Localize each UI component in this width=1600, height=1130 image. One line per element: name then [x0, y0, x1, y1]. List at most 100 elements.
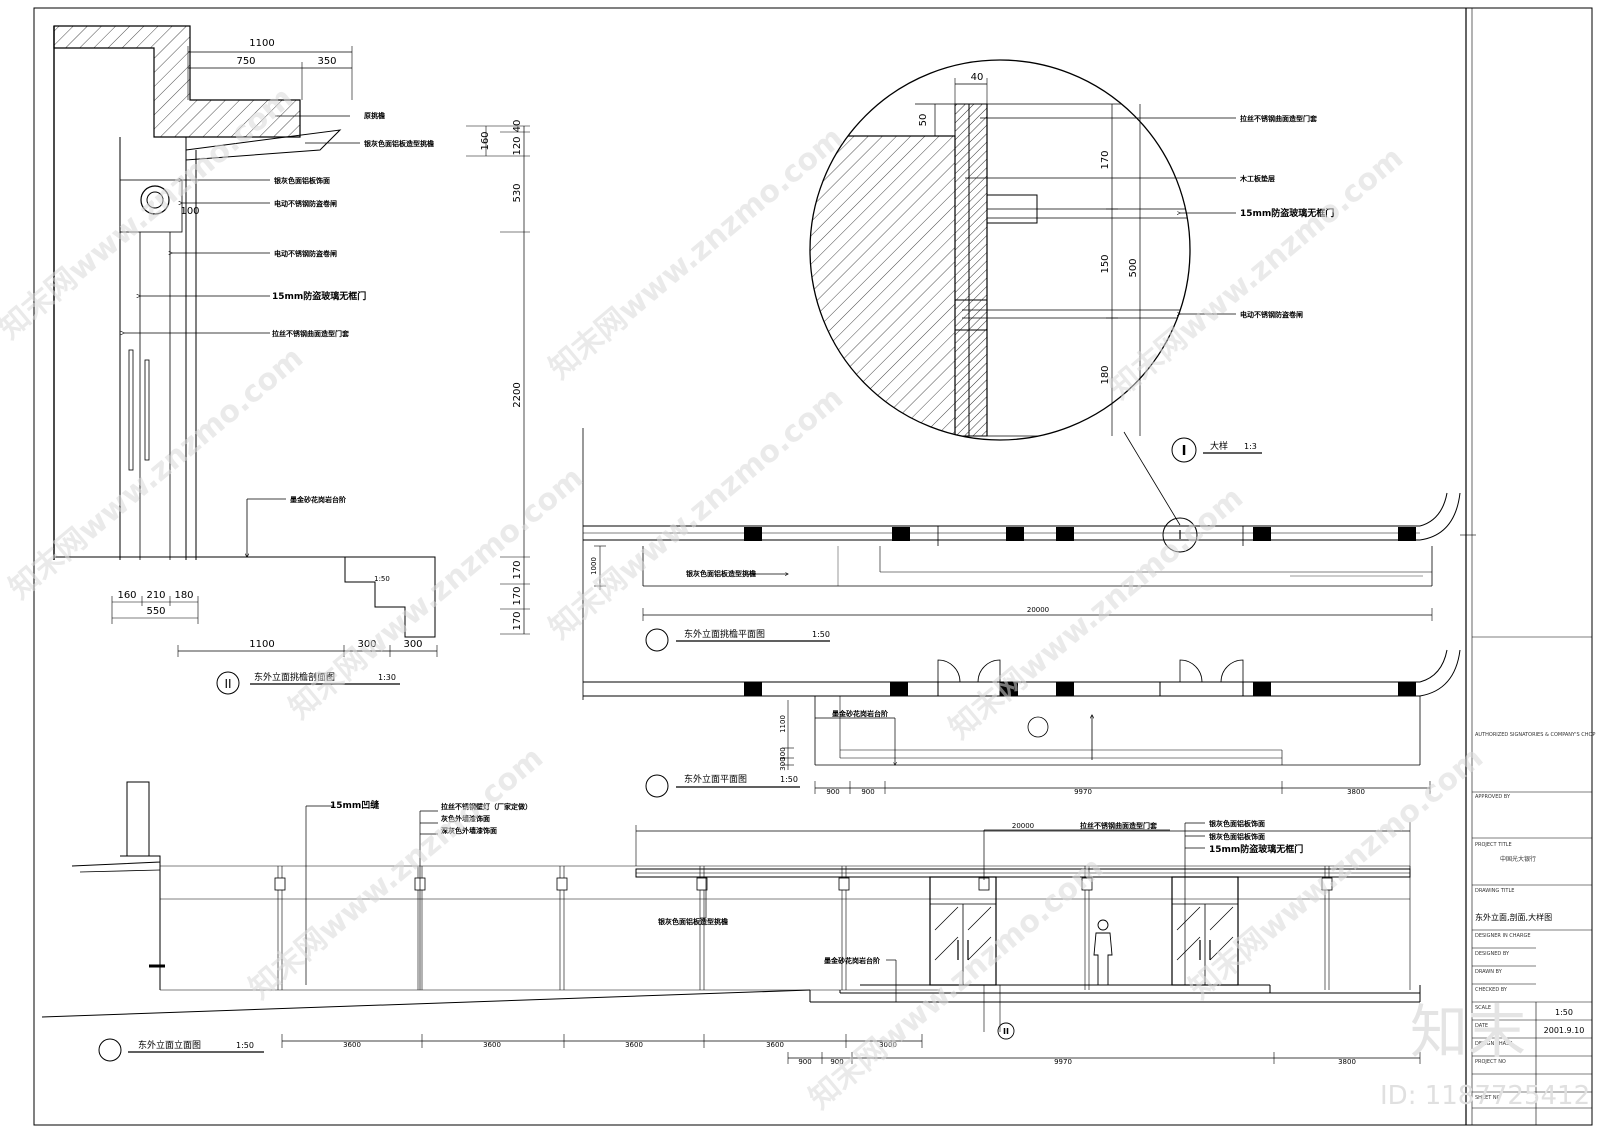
plan-title: 东外立面平面图 [684, 773, 747, 785]
detail-I-scale: 1:3 [1244, 442, 1257, 451]
dim-20000-plan: 20000 [1027, 606, 1049, 614]
elev-dim-900-b: 900 [830, 1058, 843, 1066]
elev-dim-9970: 9970 [1054, 1058, 1072, 1066]
tb-scale-value: 1:50 [1555, 1008, 1573, 1017]
tb-field-designed: DESIGNED BY [1475, 951, 1510, 957]
elevation-scale: 1:50 [236, 1041, 254, 1050]
elev-note-aluminum-2: 银灰色面铝板饰面 [1209, 832, 1265, 841]
dim-500: 500 [1128, 258, 1139, 277]
plan-drawing [583, 649, 1461, 798]
elevation-text: 20000 15mm凹缝 拉丝不锈钢壁灯（厂家定做） 灰色外墙漆饰面 深灰色外墙… [138, 799, 1356, 1066]
dim-170-c: 170 [512, 611, 523, 630]
tb-approved: APPROVED BY [1475, 794, 1511, 800]
dim-210: 210 [146, 590, 165, 601]
elev-note-steps: 墨金砂花岗岩台阶 [824, 956, 881, 965]
elev-note-dark-grey-paint: 深灰色外墙漆饰面 [441, 826, 497, 835]
plan-note-steps: 墨金砂花岗岩台阶 [832, 709, 889, 718]
plan-dim-900-a: 900 [826, 788, 839, 796]
tb-field-project-no: PROJECT NO [1475, 1059, 1506, 1065]
elev-dim-3000: 3000 [879, 1041, 897, 1049]
plan-dim-300-a: 300 [779, 747, 787, 760]
canopy-plan-note: 银灰色面铝板造型挑檐 [686, 569, 756, 578]
dim-300-b: 300 [403, 639, 422, 650]
detail-note-door-frame: 拉丝不锈钢曲面造型门套 [1240, 114, 1318, 123]
canopy-plan-text: 1000 银灰色面铝板造型挑檐 20000 I 东外立面挑檐平面图 1:50 [590, 528, 1182, 640]
elev-dim-3600-d: 3600 [766, 1041, 784, 1049]
watermark-id: ID: 1187725412 [1380, 1081, 1590, 1111]
detail-I-drawing [809, 59, 1262, 526]
plan-dim-9970: 9970 [1074, 788, 1092, 796]
watermark-text: 知末网www.znzmo.com [543, 120, 850, 386]
elev-note-aluminum-1: 银灰色面铝板饰面 [1209, 819, 1265, 828]
tb-field-phase: DESIGN PHASE [1475, 1041, 1512, 1047]
tb-project-title: 中国光大银行 [1500, 855, 1536, 863]
plan-text: 1100 300 300 墨金砂花岗岩台阶 900 900 9970 3800 … [684, 709, 1365, 796]
dim-120: 120 [512, 136, 523, 155]
tb-field-drawn: DRAWN BY [1475, 969, 1503, 975]
note-aluminum-canopy: 银灰色面铝板造型挑檐 [364, 139, 434, 148]
tb-drawing-title-label: DRAWING TITLE [1475, 888, 1514, 894]
dim-170-a: 170 [512, 560, 523, 579]
dim-180-detail: 180 [1100, 365, 1111, 384]
watermark-logo: 知末 [1410, 998, 1526, 1066]
dim-300-a: 300 [357, 639, 376, 650]
watermark: 知末网www.znzmo.com 知末网www.znzmo.com 知末网www… [0, 80, 1590, 1116]
elev-dim-3600-a: 3600 [343, 1041, 361, 1049]
tb-field-scale: SCALE [1475, 1005, 1491, 1011]
marker-I: I [1182, 444, 1187, 459]
dim-170-detail: 170 [1100, 150, 1111, 169]
note-granite-steps: 墨金砂花岗岩台阶 [290, 495, 347, 504]
plan-scale: 1:50 [780, 775, 798, 784]
note-door-frame: 拉丝不锈钢曲面造型门套 [272, 329, 350, 338]
dim-40: 40 [512, 120, 523, 133]
elev-note-glass-door: 15mm防盗玻璃无框门 [1209, 843, 1303, 855]
section-II-title: 东外立面挑檐剖面图 [254, 671, 335, 683]
note-aluminum-finish: 银灰色面铝板饰面 [274, 176, 330, 185]
watermark-text: 知末网www.znzmo.com [0, 80, 300, 346]
sheet-border [33, 7, 1593, 1126]
dim-50: 50 [918, 114, 929, 127]
elevation-title: 东外立面立面图 [138, 1039, 201, 1051]
elev-dim-900-a: 900 [798, 1058, 811, 1066]
elevation-drawing [41, 781, 1421, 1064]
title-block-text: AUTHORIZED SIGNATORIES & COMPANY'S CHOP … [1475, 732, 1595, 1101]
section-II-drawing [53, 25, 530, 695]
elev-note-door-frame: 拉丝不锈钢曲面造型门套 [1080, 821, 1158, 830]
watermark-text: 知末网www.znzmo.com [943, 480, 1250, 746]
detail-I-text: 40 50 170 500 150 180 拉丝不锈钢曲面造型门套 木工板垫层 … [918, 72, 1334, 459]
note-glass-door: 15mm防盗玻璃无框门 [272, 290, 366, 302]
tb-field-sheet-no: SHEET NO [1475, 1095, 1501, 1101]
dim-160-b: 160 [117, 590, 136, 601]
dim-530: 530 [512, 183, 523, 202]
elev-note-grey-paint: 灰色外墙漆饰面 [441, 814, 490, 823]
dim-160: 160 [480, 131, 491, 150]
dim-350: 350 [317, 56, 336, 67]
marker-II: II [224, 677, 231, 691]
title-block [1472, 636, 1592, 1125]
elev-dim-3800: 3800 [1338, 1058, 1356, 1066]
dim-750: 750 [236, 56, 255, 67]
note-rolling-shutter-1: 电动不锈钢防盗卷闸 [274, 199, 337, 208]
dim-180: 180 [174, 590, 193, 601]
note-rolling-shutter-2: 电动不锈钢防盗卷闸 [274, 249, 337, 258]
dim-1100-bottom: 1100 [249, 639, 274, 650]
tb-project-title-label: PROJECT TITLE [1475, 842, 1512, 848]
dim-150: 150 [1100, 254, 1111, 273]
detail-note-glass-door: 15mm防盗玻璃无框门 [1240, 207, 1334, 219]
elev-note-canopy: 银灰色面铝板造型挑檐 [658, 917, 728, 926]
watermark-text: 知末网www.znzmo.com [543, 380, 850, 646]
note-existing-canopy: 原挑檐 [364, 111, 385, 120]
dim-100: 100 [180, 206, 199, 217]
dim-550: 550 [146, 606, 165, 617]
tb-drawing-title: 东外立面,剖面,大样图 [1475, 912, 1552, 922]
elev-dim-3600-c: 3600 [625, 1041, 643, 1049]
section-II-scale: 1:30 [378, 673, 396, 682]
plan-dim-1100: 1100 [779, 715, 787, 733]
dim-2200: 2200 [512, 382, 523, 407]
tb-field-checked: CHECKED BY [1475, 987, 1508, 993]
dim-1100-top: 1100 [249, 38, 274, 49]
watermark-text: 知末网www.znzmo.com [243, 740, 550, 1006]
plan-dim-3800: 3800 [1347, 788, 1365, 796]
plan-dim-900-b: 900 [861, 788, 874, 796]
person-figure [1093, 919, 1113, 986]
